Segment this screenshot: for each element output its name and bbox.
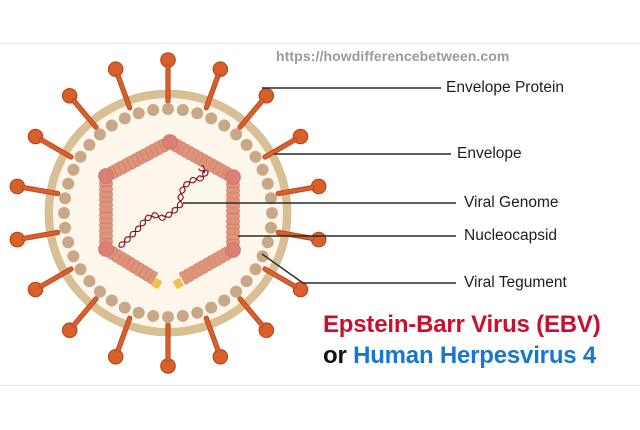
title-epstein-barr-virus: Epstein-Barr Virus (EBV) xyxy=(323,311,601,338)
spike-head xyxy=(212,61,229,78)
tegument-dot xyxy=(132,306,145,319)
envelope-ring xyxy=(45,90,291,336)
title-subtitle: or Human Herpesvirus 4 xyxy=(323,342,596,370)
tegument-dot xyxy=(205,301,218,314)
tegument-dot xyxy=(218,294,231,307)
tegument-dot xyxy=(218,119,231,132)
tegument-dot xyxy=(256,163,269,176)
label-envelope: Envelope xyxy=(457,145,522,162)
tegument-dot xyxy=(74,150,87,163)
capsid-gap-end-left xyxy=(151,278,162,289)
tegument-dot xyxy=(205,112,218,125)
tegument-dot xyxy=(59,192,72,205)
capsid-vertex xyxy=(98,241,114,257)
watermark-url: https://howdifferencebetween.com xyxy=(276,48,510,64)
tegument-dot xyxy=(256,250,269,263)
tegument-dot xyxy=(176,104,189,117)
bottom-divider xyxy=(0,385,640,386)
label-envelope-protein: Envelope Protein xyxy=(446,79,565,96)
label-nucleocapsid: Nucleocapsid xyxy=(464,227,558,244)
tegument-dot xyxy=(83,138,96,151)
label-viral-genome: Viral Genome xyxy=(464,194,559,211)
capsid-gap-end-right xyxy=(173,278,184,289)
spike-stems xyxy=(21,64,315,362)
tegument-dot xyxy=(105,294,118,307)
tegument-dot xyxy=(118,301,131,314)
capsid-vertex xyxy=(98,168,114,184)
spike-head xyxy=(212,348,229,365)
envelope-protein-spikes xyxy=(9,52,327,374)
tegument-dot xyxy=(191,306,204,319)
tegument-dot xyxy=(93,285,106,298)
top-divider xyxy=(0,43,640,44)
spike-head xyxy=(107,61,124,78)
dna-strand xyxy=(118,165,205,248)
tegument-dot xyxy=(67,163,80,176)
tegument-dot xyxy=(261,177,274,190)
tegument-dot xyxy=(264,192,277,205)
tegument-dot xyxy=(118,112,131,125)
tegument-dot xyxy=(240,275,253,288)
tegument-dot xyxy=(249,150,262,163)
tegument-dot xyxy=(62,177,75,190)
tegument-dot xyxy=(261,236,274,249)
dna-strand xyxy=(118,168,209,248)
tegument-dot xyxy=(230,285,243,298)
tegument-dot xyxy=(83,275,96,288)
leader-lines xyxy=(183,87,456,284)
nucleocapsid-hexagon xyxy=(98,134,241,289)
leader-line-viral-tegument xyxy=(261,253,456,284)
tegument-dot xyxy=(240,138,253,151)
tegument-dot xyxy=(162,103,174,115)
spike-head xyxy=(107,348,124,365)
tegument-dot xyxy=(249,263,262,276)
tegument-dot xyxy=(176,309,189,322)
tegument-dot xyxy=(132,107,145,120)
capsid-vertex xyxy=(225,242,241,258)
title-or: or xyxy=(323,342,347,369)
tegument-dot xyxy=(191,107,204,120)
tegument-dot xyxy=(59,221,72,234)
tegument-dot xyxy=(230,128,243,141)
capsid-vertex xyxy=(162,134,178,150)
tegument-dot xyxy=(162,311,174,323)
tegument-dot xyxy=(67,250,80,263)
tegument-dot xyxy=(266,207,278,219)
viral-tegument-dots xyxy=(58,103,278,323)
tegument-dot xyxy=(147,104,160,117)
capsid-vertex xyxy=(225,169,241,185)
viral-genome-dna xyxy=(118,165,209,248)
label-viral-tegument: Viral Tegument xyxy=(464,274,567,291)
tegument-dot xyxy=(93,128,106,141)
tegument-dot xyxy=(105,119,118,132)
tegument-dot xyxy=(147,309,160,322)
tegument-dot xyxy=(264,221,277,234)
tegument-dot xyxy=(58,207,70,219)
tegument-dot xyxy=(74,263,87,276)
title-human-herpesvirus-4: Human Herpesvirus 4 xyxy=(353,342,597,369)
tegument-dot xyxy=(62,236,75,249)
